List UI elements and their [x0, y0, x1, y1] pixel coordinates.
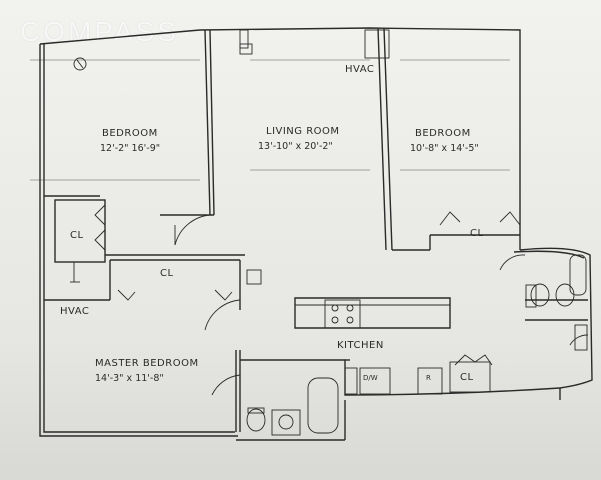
room-name-bedroom-2: BEDROOM: [415, 128, 471, 139]
closet-label-bedroom-1: CL: [70, 230, 84, 241]
exterior-walls: [39, 27, 593, 437]
room-dims-bedroom-1: 12'-2" 16'-9": [100, 143, 160, 154]
kitchen-fixtures: [294, 297, 491, 395]
closet-doors: [94, 204, 521, 366]
closet-label-kitchen: CL: [460, 372, 474, 383]
dishwasher-label: D/W: [363, 374, 378, 382]
room-name-kitchen: KITCHEN: [337, 340, 384, 351]
room-labels: BEDROOM 12'-2" 16'-9" LIVING ROOM 13'-10…: [60, 64, 484, 384]
faint-background-lines: [30, 59, 510, 181]
room-name-master-bedroom: MASTER BEDROOM: [95, 358, 199, 369]
room-dims-master-bedroom: 14'-3" x 11'-8": [95, 373, 164, 384]
compass-watermark: COMPASS: [20, 16, 179, 47]
room-dims-living-room: 13'-10" x 20'-2": [258, 141, 333, 152]
refrigerator-label: R: [426, 374, 431, 382]
room-dims-bedroom-2: 10'-8" x 14'-5": [410, 143, 479, 154]
closet-label-master: CL: [160, 268, 174, 279]
closet-label-bedroom-2: CL: [470, 228, 484, 239]
interior-walls: [44, 27, 588, 441]
room-name-bedroom-1: BEDROOM: [102, 128, 158, 139]
hvac-label-top: HVAC: [345, 64, 374, 75]
bathroom-fixtures: [246, 254, 588, 436]
room-name-living-room: LIVING ROOM: [266, 126, 340, 137]
hvac-units: [73, 29, 390, 71]
hvac-label-left: HVAC: [60, 306, 89, 317]
